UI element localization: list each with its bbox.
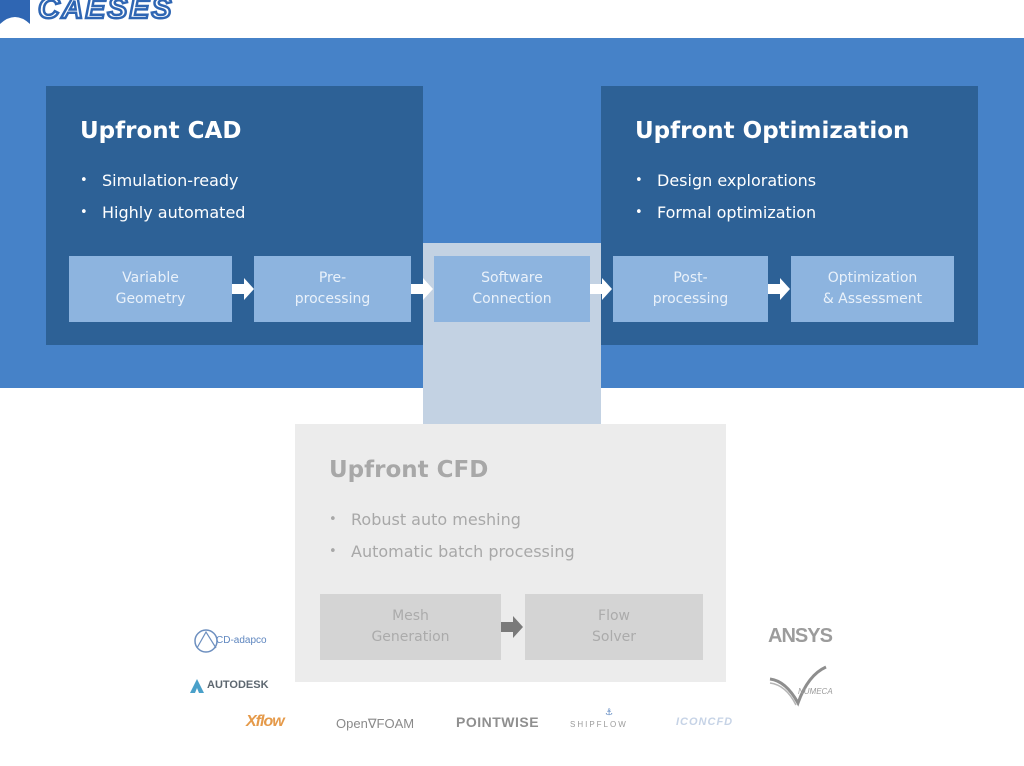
mesh-generation-box: Mesh Generation xyxy=(320,594,501,660)
autodesk-icon xyxy=(190,679,204,693)
arrow-right-icon xyxy=(768,278,790,300)
cfd-title: Upfront CFD xyxy=(329,457,489,483)
iconcfd-logo: ICONCFD xyxy=(676,716,734,728)
cad-title: Upfront CAD xyxy=(80,118,242,144)
logo-text: CAESES xyxy=(38,0,173,25)
cad-bullets: Simulation-ready Highly automated xyxy=(80,165,245,229)
numeca-swoosh-icon xyxy=(769,665,827,707)
numeca-logo: NUMECA xyxy=(768,665,836,710)
xflow-logo: Xflow xyxy=(246,713,285,730)
shipflow-anchor-icon: ⚓ xyxy=(605,708,614,718)
optimization-bullet: Design explorations xyxy=(635,165,816,197)
openfoam-foam-text: FOAM xyxy=(376,716,415,731)
shipflow-logo: ⚓ SHIPFLOW xyxy=(570,708,650,732)
arrow-right-icon xyxy=(232,278,254,300)
optimization-title: Upfront Optimization xyxy=(635,118,910,144)
openfoam-open-text: Open xyxy=(336,716,368,731)
openfoam-logo: Open∇FOAM xyxy=(336,716,414,732)
arrow-right-icon xyxy=(411,278,433,300)
optimization-assessment-box: Optimization & Assessment xyxy=(791,256,954,322)
arrow-right-icon xyxy=(590,278,612,300)
flow-solver-box: Flow Solver xyxy=(525,594,703,660)
cfd-bullet: Robust auto meshing xyxy=(329,504,575,536)
cd-adapco-icon xyxy=(194,629,218,653)
variable-geometry-box: Variable Geometry xyxy=(69,256,232,322)
cad-bullet: Simulation-ready xyxy=(80,165,245,197)
numeca-text: NUMECA xyxy=(798,687,833,696)
cd-adapco-text: CD-adapco xyxy=(216,635,267,646)
software-connection-box: Software Connection xyxy=(434,256,590,322)
arrow-right-icon xyxy=(501,616,523,638)
openfoam-nabla-icon: ∇ xyxy=(367,716,377,731)
pointwise-logo: POINTWISE xyxy=(456,714,540,730)
cfd-bullet: Automatic batch processing xyxy=(329,536,575,568)
autodesk-logo: AUTODESK xyxy=(190,677,275,695)
caeses-logo: CAESES xyxy=(0,0,215,30)
cad-bullet: Highly automated xyxy=(80,197,245,229)
pre-processing-box: Pre- processing xyxy=(254,256,411,322)
shipflow-text: SHIPFLOW xyxy=(570,720,628,729)
cd-adapco-logo: CD-adapco xyxy=(192,626,272,656)
autodesk-text: AUTODESK xyxy=(207,679,269,691)
post-processing-box: Post- processing xyxy=(613,256,768,322)
cfd-bullets: Robust auto meshing Automatic batch proc… xyxy=(329,504,575,568)
ansys-logo: ANSYS xyxy=(768,625,833,647)
optimization-bullets: Design explorations Formal optimization xyxy=(635,165,816,229)
optimization-bullet: Formal optimization xyxy=(635,197,816,229)
